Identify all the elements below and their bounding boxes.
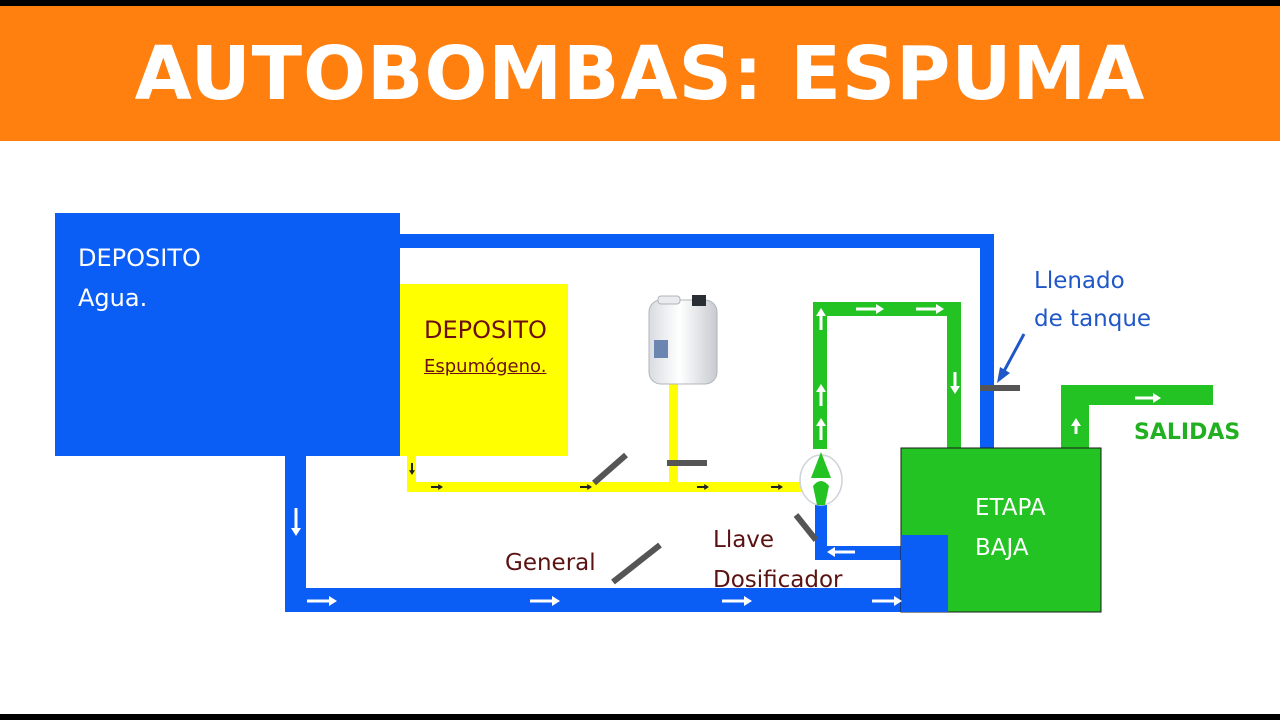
flow-arrow-icon (816, 418, 826, 440)
low-stage-label-line1: ETAPA (975, 495, 1046, 521)
inductor-venturi-icon (799, 452, 843, 506)
low-stage-water-inlet (901, 535, 948, 612)
flow-arrow-icon (291, 508, 301, 536)
flow-arrow-icon (916, 304, 944, 314)
flow-arrow-icon (697, 484, 709, 490)
flow-arrow-icon (1071, 418, 1081, 434)
foam-concentrate-tank (400, 284, 568, 456)
flow-arrow-icon (872, 596, 902, 606)
tank-fill-label-line1: Llenado (1034, 268, 1125, 294)
flow-arrow-icon (1135, 393, 1161, 403)
bottom-border (0, 714, 1280, 720)
tank-fill-label: Llenado de tanque (1034, 262, 1151, 338)
flow-arrow-icon (307, 596, 337, 606)
dosing-valve-label-line1: Llave (713, 527, 775, 553)
flow-arrow-icon (856, 304, 884, 314)
flow-arrow-icon (950, 372, 960, 394)
water-tank (55, 213, 400, 456)
dosing-valve-label-line2: Dosificador (713, 567, 843, 593)
foam-solution-pipes (813, 302, 1213, 450)
flow-arrow-icon (722, 596, 752, 606)
foam-tank-subtitle: Espumógeno. (424, 356, 547, 377)
low-stage-label: ETAPA BAJA (975, 488, 1046, 568)
page-title: AUTOBOMBAS: ESPUMA (134, 30, 1146, 117)
top-border (0, 0, 1280, 6)
flow-arrow-icon (816, 384, 826, 406)
foam-tank-title: DEPOSITO (424, 316, 547, 344)
valve-handle-icon (611, 542, 662, 585)
general-valve-label: General (505, 550, 596, 576)
llenado-pointer-arrow (997, 333, 1026, 383)
flow-arrows (291, 304, 1161, 606)
flow-arrow-icon (771, 484, 783, 490)
low-stage-label-line2: BAJA (975, 535, 1029, 561)
flow-arrow-icon (409, 463, 415, 475)
water-tank-title: DEPOSITO (78, 244, 201, 272)
water-tank-subtitle: Agua. (78, 284, 148, 312)
tank-fill-label-line2: de tanque (1034, 306, 1152, 332)
valves (592, 385, 1020, 585)
water-tank-label: DEPOSITO Agua. (78, 238, 201, 318)
flow-arrow-icon (431, 484, 443, 490)
valve-handle-icon (592, 452, 628, 486)
flow-arrow-icon (816, 308, 826, 330)
outlets-label: SALIDAS (1134, 420, 1241, 445)
dosing-valve-label: Llave Dosificador (713, 520, 843, 600)
foam-jerrycan-icon (648, 295, 718, 385)
valve-handle-icon (793, 513, 819, 542)
flow-arrow-icon (580, 484, 592, 490)
title-banner: AUTOBOMBAS: ESPUMA (0, 6, 1280, 141)
flow-arrow-icon (827, 547, 855, 557)
flow-arrow-icon (530, 596, 560, 606)
